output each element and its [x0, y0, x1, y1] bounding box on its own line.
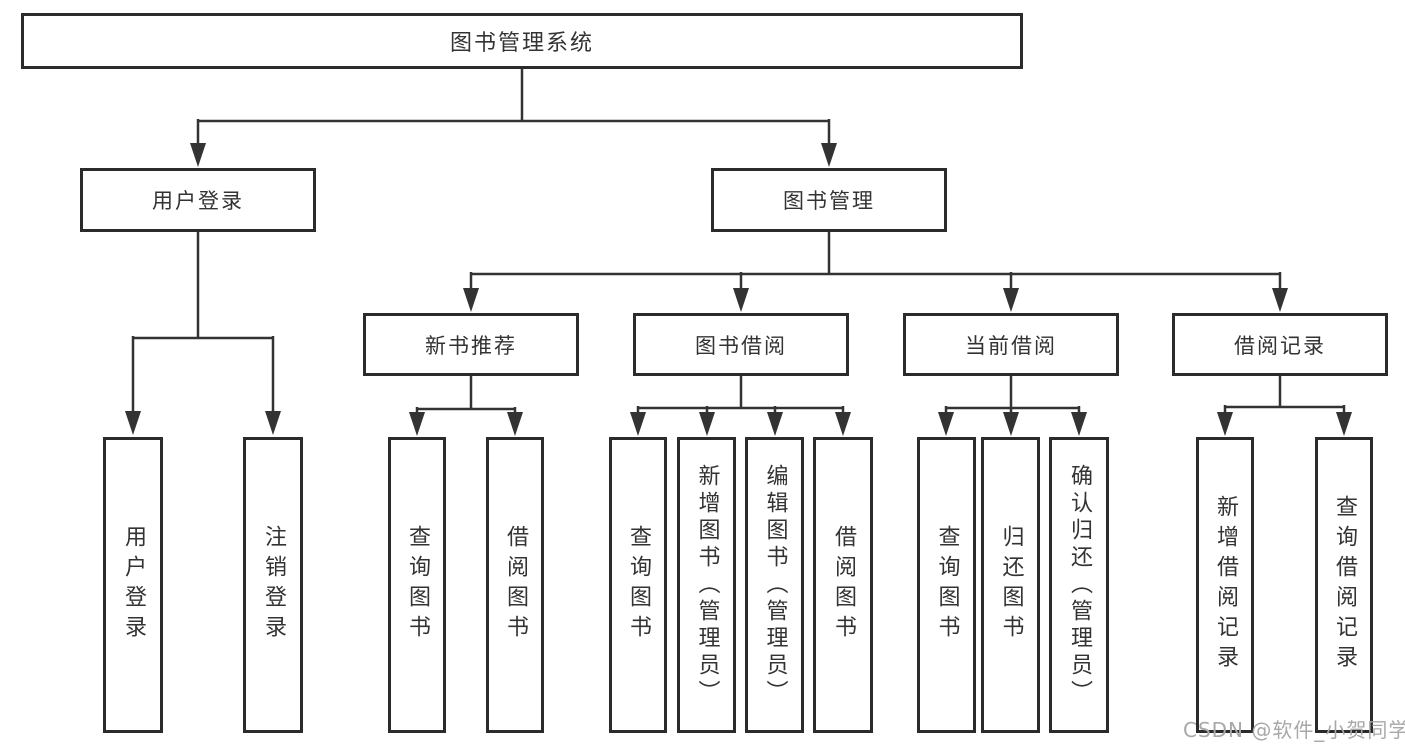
leaf-logout-label: 注销登录 — [261, 525, 286, 645]
leaf-cb-return-book: 归还图书 — [981, 437, 1040, 733]
leaf-bb-edit-book: 编辑图书（管理员） — [745, 437, 804, 733]
leaf-cb-query-book: 查询图书 — [917, 437, 976, 733]
leaf-cb-return-book-label: 归还图书 — [998, 525, 1024, 645]
leaf-rec-borrow-book: 借阅图书 — [486, 437, 544, 733]
leaf-br-query-record-label: 查询借阅记录 — [1332, 495, 1357, 675]
leaf-br-add-record-label: 新增借阅记录 — [1213, 495, 1238, 675]
node-user-login-label: 用户登录 — [152, 189, 244, 213]
leaf-bb-borrow-book: 借阅图书 — [813, 437, 873, 733]
node-book-borrow-label: 图书借阅 — [695, 333, 787, 358]
leaf-user-login: 用户登录 — [103, 437, 163, 733]
node-borrow-record-label: 借阅记录 — [1234, 333, 1326, 358]
leaf-br-query-record: 查询借阅记录 — [1315, 437, 1373, 733]
node-new-book-recommend-label: 新书推荐 — [425, 333, 517, 358]
leaf-bb-add-book: 新增图书（管理员） — [677, 437, 736, 733]
node-root: 图书管理系统 — [21, 13, 1023, 69]
leaf-user-login-label: 用户登录 — [121, 525, 146, 645]
node-borrow-record: 借阅记录 — [1172, 313, 1388, 376]
node-current-borrow-label: 当前借阅 — [965, 333, 1057, 358]
node-new-book-recommend: 新书推荐 — [363, 313, 579, 376]
leaf-br-add-record: 新增借阅记录 — [1196, 437, 1254, 733]
leaf-cb-query-book-label: 查询图书 — [934, 525, 960, 645]
leaf-bb-edit-book-label: 编辑图书（管理员） — [762, 463, 788, 707]
leaf-cb-confirm-return-label: 确认归还（管理员） — [1067, 463, 1092, 707]
arrowheads — [125, 143, 1352, 436]
leaf-rec-query-book: 查询图书 — [388, 437, 446, 733]
leaf-bb-add-book-label: 新增图书（管理员） — [694, 463, 720, 707]
leaf-cb-confirm-return: 确认归还（管理员） — [1049, 437, 1109, 733]
leaf-rec-borrow-book-label: 借阅图书 — [503, 525, 528, 645]
node-book-management-label: 图书管理 — [783, 189, 875, 213]
csdn-watermark: CSDN @软件_小贺同学 — [1183, 718, 1405, 742]
leaf-bb-borrow-book-label: 借阅图书 — [831, 525, 856, 645]
leaf-logout: 注销登录 — [243, 437, 303, 733]
node-user-login: 用户登录 — [80, 168, 316, 232]
node-book-borrow: 图书借阅 — [633, 313, 849, 376]
node-current-borrow: 当前借阅 — [903, 313, 1119, 376]
leaf-bb-query-book: 查询图书 — [609, 437, 667, 733]
node-book-management: 图书管理 — [711, 168, 947, 232]
leaf-rec-query-book-label: 查询图书 — [405, 525, 430, 645]
leaf-bb-query-book-label: 查询图书 — [626, 525, 651, 645]
node-root-label: 图书管理系统 — [449, 31, 594, 56]
